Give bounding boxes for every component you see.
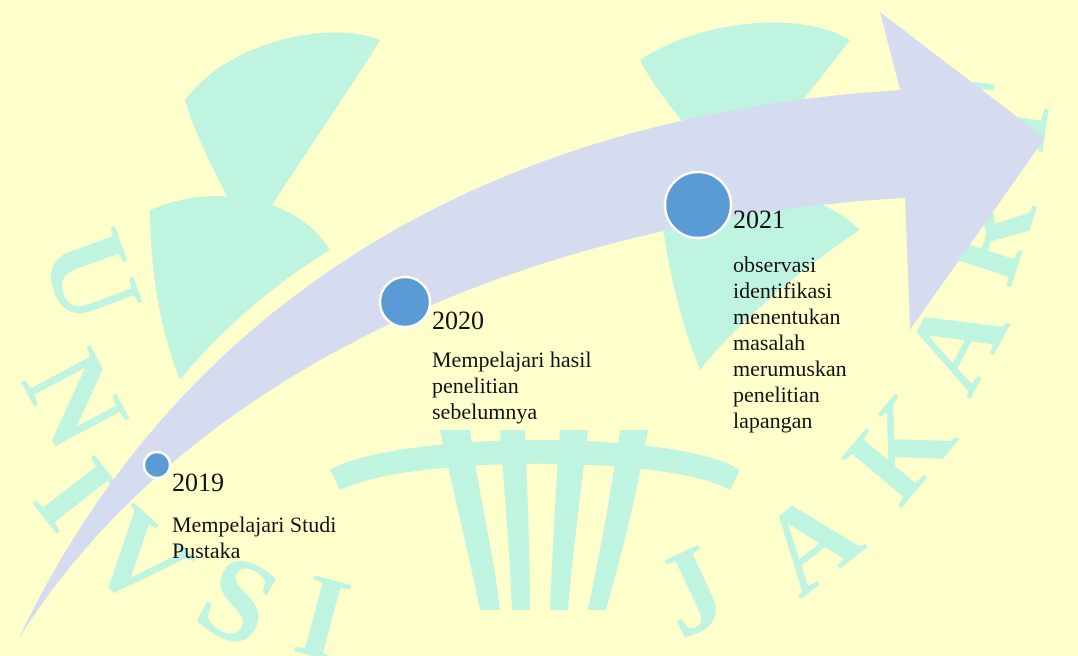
timeline-year: 2021	[733, 207, 785, 233]
timeline-year: 2020	[432, 308, 484, 334]
timeline-dot	[665, 172, 731, 238]
timeline-description: observasi identifikasi menentukan masala…	[733, 252, 847, 434]
timeline-year: 2019	[172, 470, 224, 496]
timeline-description: Mempelajari Studi Pustaka	[172, 512, 336, 564]
timeline-dot	[144, 452, 170, 478]
timeline-description: Mempelajari hasil penelitian sebelumnya	[432, 347, 591, 425]
timeline-dot	[380, 277, 430, 327]
